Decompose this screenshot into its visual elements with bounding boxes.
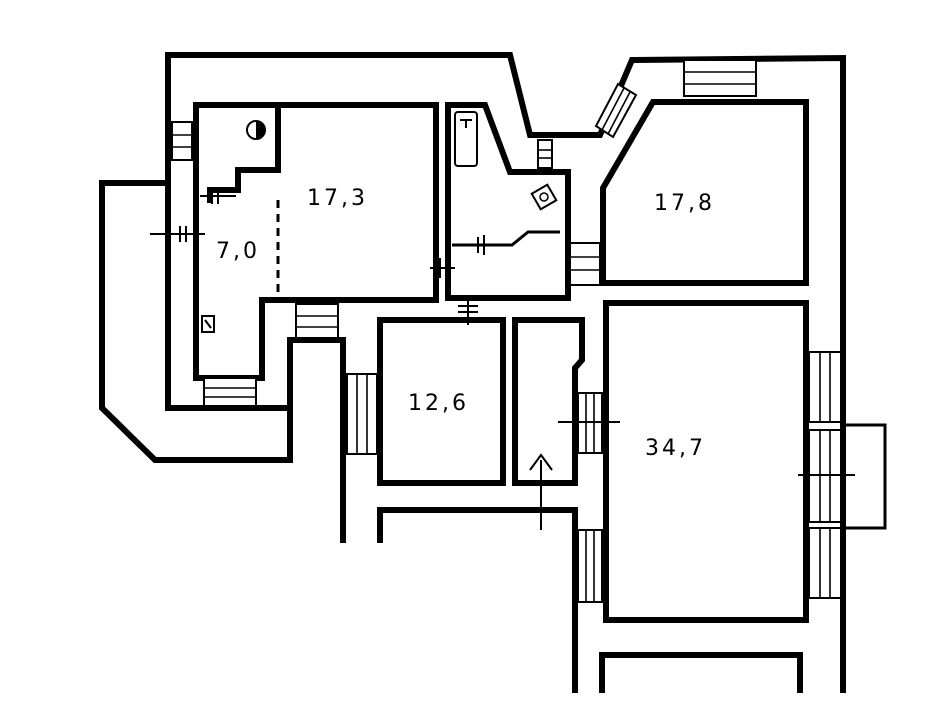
room-label-34-7: 34,7 [645,436,706,461]
room-label-7-0: 7,0 [216,239,260,264]
window-top-right [683,59,757,97]
window-bottom-corridor [577,529,603,603]
window-room-12-6 [346,373,378,455]
door-markers [150,188,855,476]
outer-wall-top [165,52,846,693]
room-34-7-walls [603,300,809,623]
bathroom-partition [452,230,560,247]
window-right-17-8 [569,242,601,286]
room-17-8-walls [600,99,809,286]
window-bathroom-top [537,139,553,169]
window-diagonal [594,82,638,139]
room-block-left [193,102,439,381]
room-label-17-8: 17,8 [654,191,715,216]
bay-window [845,423,887,530]
bathtub-icon [454,111,478,167]
window-right-lower [808,527,842,599]
boiler-icon [246,120,266,140]
window-right-upper [808,351,842,423]
room-label-12-6: 12,6 [408,391,469,416]
closet-walls [512,317,585,486]
interior-walls [193,99,887,623]
partition-stair [207,167,281,203]
room-12-6-walls [377,317,506,486]
windows [171,59,842,603]
bottom-room-wall [599,652,803,693]
room-label-17-3: 17,3 [307,186,368,211]
exterior-walls [99,52,846,693]
entrance-arrow-icon [529,453,553,530]
window-left-top [171,121,193,161]
corridor-wall-bottom [377,507,578,543]
bathroom-walls [445,102,571,301]
electric-panel-icon [201,315,215,333]
washing-machine-icon [530,183,558,211]
window-mid-left [295,303,339,339]
window-bottom-left [203,377,257,407]
outer-wall-left-bay [99,180,346,543]
